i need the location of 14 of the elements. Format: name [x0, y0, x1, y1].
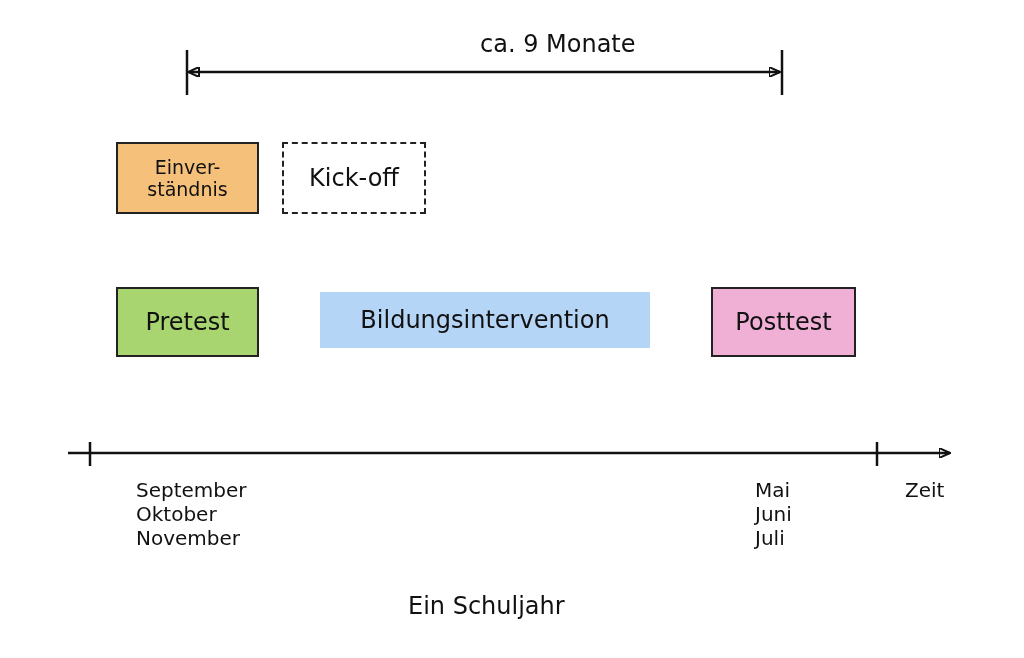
month-label: September	[136, 478, 247, 502]
dimension-label: ca. 9 Monate	[480, 30, 636, 58]
axis-label: Zeit	[905, 478, 945, 502]
kickoff-box: Kick-off	[282, 142, 426, 214]
month-label: Juli	[755, 526, 785, 550]
posttest-box: Posttest	[711, 287, 856, 357]
caption: Ein Schuljahr	[408, 592, 565, 620]
pretest-box: Pretest	[116, 287, 259, 357]
consent-box: Einver-ständnis	[116, 142, 259, 214]
month-label: Oktober	[136, 502, 217, 526]
intervention-band: Bildungsintervention	[320, 292, 650, 348]
month-label: Mai	[755, 478, 791, 502]
month-label: Juni	[755, 502, 792, 526]
month-label: November	[136, 526, 241, 550]
